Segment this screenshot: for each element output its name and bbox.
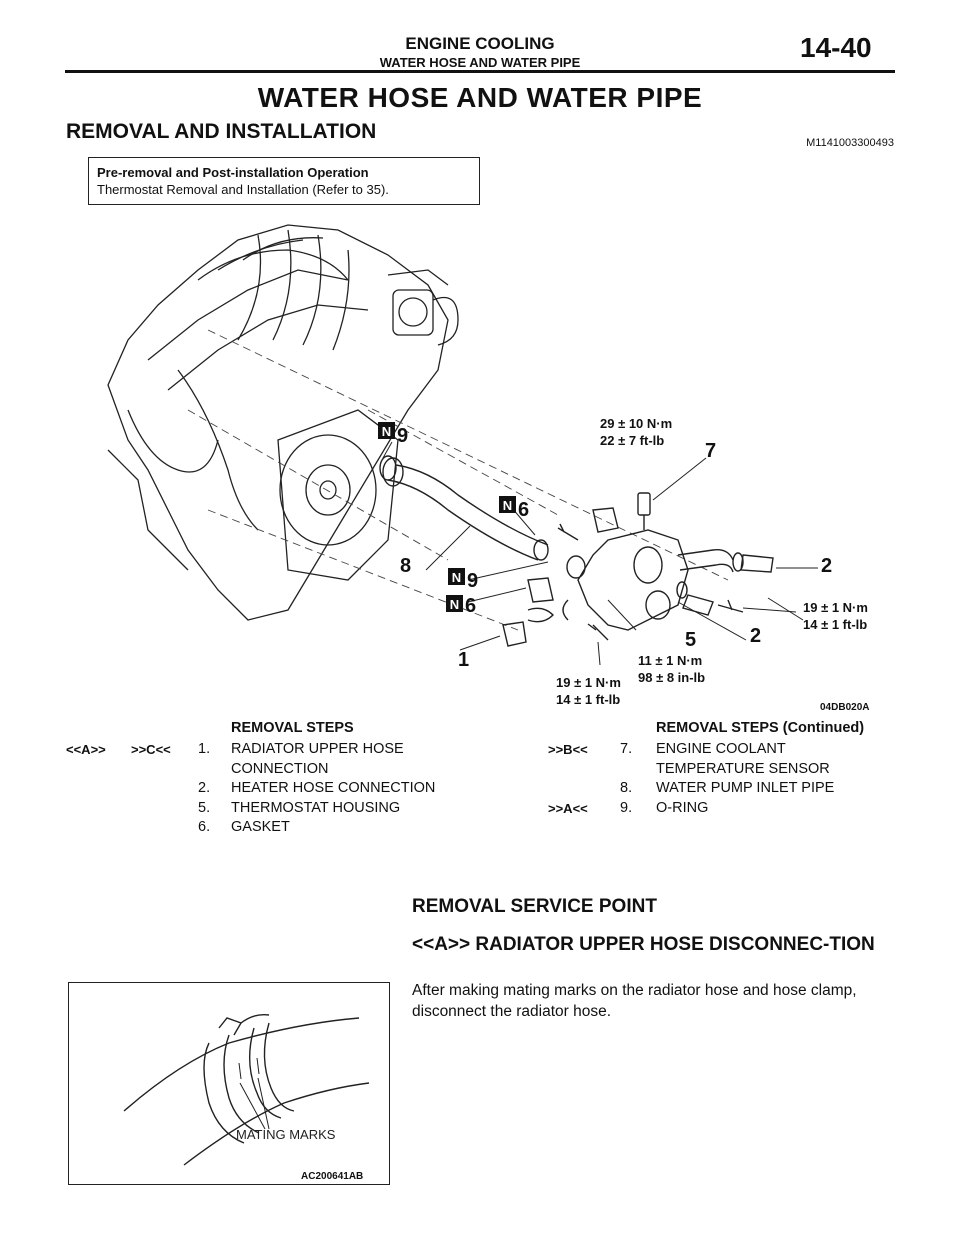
section-title: REMOVAL AND INSTALLATION: [66, 120, 377, 143]
pre-operation-box: Pre-removal and Post-installation Operat…: [88, 157, 480, 205]
hose-clamp-illustration: MATING MARKS AC200641AB: [123, 1013, 370, 1182]
step-text: ENGINE COOLANT: [656, 741, 786, 757]
callout-7: 7: [705, 440, 716, 462]
header-rule: [65, 70, 895, 73]
step-number: 1.: [198, 741, 211, 757]
svg-text:N: N: [382, 424, 391, 439]
new-part-mark-6-mid: N: [446, 595, 463, 612]
step-number: 2.: [198, 780, 211, 796]
step-text: WATER PUMP INLET PIPE: [656, 780, 835, 796]
service-point-body: After making mating marks on the radiato…: [412, 982, 857, 1020]
step-number: 5.: [198, 800, 211, 816]
document-id: M1141003300493: [806, 137, 894, 149]
svg-text:N: N: [450, 597, 459, 612]
service-mark-c: >>C<<: [131, 742, 171, 757]
figure2-code: AC200641AB: [301, 1171, 363, 1182]
callout-1: 1: [458, 649, 469, 671]
new-part-mark-6-top: N: [499, 496, 516, 513]
service-mark-a: <<A>>: [66, 742, 106, 757]
service-mark-b: >>B<<: [548, 742, 588, 757]
step-number: 6.: [198, 819, 211, 835]
step-text: GASKET: [231, 819, 290, 835]
mating-marks-figure: MATING MARKS AC200641AB: [68, 982, 390, 1185]
service-point-subheading: <<A>> RADIATOR UPPER HOSE DISCONNEC-TION: [412, 934, 875, 955]
callout-2-upper: 2: [821, 555, 832, 577]
callout-5: 5: [685, 629, 696, 651]
torque-3-nm: 11 ± 1 N·m: [638, 653, 702, 668]
torque-4-nm: 19 ± 1 N·m: [556, 675, 621, 690]
callout-2-lower: 2: [750, 625, 761, 647]
step-number: 8.: [620, 780, 633, 796]
callout-6-top: 6: [518, 499, 529, 521]
page-number: 14-40: [800, 32, 872, 63]
removal-steps-heading: REMOVAL STEPS: [231, 720, 354, 736]
torque-3-inlb: 98 ± 8 in-lb: [638, 670, 705, 685]
step-text: O-RING: [656, 800, 709, 816]
step-text: RADIATOR UPPER HOSE: [231, 741, 404, 757]
callout-6-mid: 6: [465, 595, 476, 617]
removal-steps-left: REMOVAL STEPS <<A>> >>C<< 1. RADIATOR UP…: [66, 718, 466, 838]
step-text-cont: CONNECTION: [231, 761, 329, 777]
figure-code: 04DB020A: [820, 702, 869, 713]
callout-9-mid: 9: [467, 570, 478, 592]
svg-text:N: N: [452, 570, 461, 585]
step-text-cont: TEMPERATURE SENSOR: [656, 761, 830, 777]
torque-2-ftlb: 14 ± 1 ft-lb: [803, 617, 867, 632]
callout-8: 8: [400, 555, 411, 577]
torque-2-nm: 19 ± 1 N·m: [803, 600, 868, 615]
page-title: WATER HOSE AND WATER PIPE: [257, 82, 703, 113]
step-number: 9.: [620, 800, 633, 816]
header-section: ENGINE COOLING: [405, 34, 555, 53]
engine-cooling-diagram: N 9 N 6 8 N 9 N 6 1 5 2 2 7 29 ± 10 N·m …: [107, 224, 869, 713]
mating-marks-label: MATING MARKS: [236, 1127, 336, 1142]
step-text: THERMOSTAT HOUSING: [231, 800, 401, 816]
service-mark-a-right: >>A<<: [548, 801, 588, 816]
removal-steps-right: REMOVAL STEPS (Continued) >>B<< 7. ENGIN…: [548, 718, 893, 818]
callout-9-top: 9: [397, 425, 408, 447]
svg-text:N: N: [503, 498, 512, 513]
new-part-mark-9-mid: N: [448, 568, 465, 585]
torque-1-ftlb: 22 ± 7 ft-lb: [600, 433, 664, 448]
header-subsection: WATER HOSE AND WATER PIPE: [379, 55, 581, 70]
removal-steps-continued-heading: REMOVAL STEPS (Continued): [656, 720, 865, 736]
step-text: HEATER HOSE CONNECTION: [231, 780, 436, 796]
pre-operation-heading: Pre-removal and Post-installation Operat…: [97, 165, 369, 180]
step-number: 7.: [620, 741, 633, 757]
new-part-mark-9-top: N: [378, 422, 395, 439]
torque-4-ftlb: 14 ± 1 ft-lb: [556, 692, 620, 707]
pre-operation-text: Thermostat Removal and Installation (Ref…: [97, 182, 389, 197]
torque-1-nm: 29 ± 10 N·m: [600, 416, 672, 431]
service-point-heading: REMOVAL SERVICE POINT: [412, 896, 657, 917]
